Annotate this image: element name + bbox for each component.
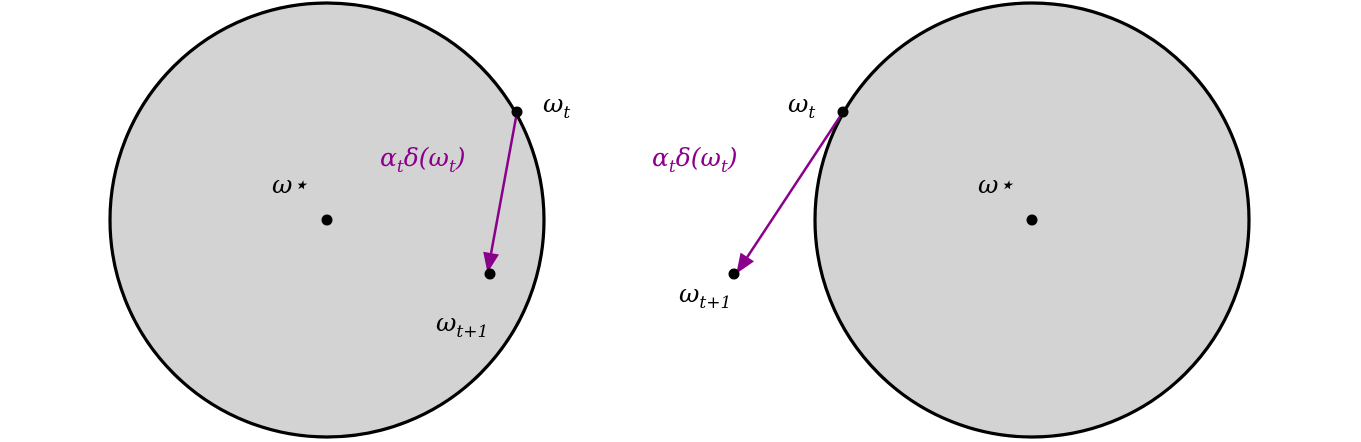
left-optimum-label: ω⋆ [272,170,308,199]
left-next-point [484,268,496,280]
right-current-point [837,106,849,118]
left-current-label: ωt [543,89,570,123]
left-next-label: ωt+1 [436,308,488,342]
right-step-label: αtδ(ωt) [652,143,738,177]
right-current-symbol: ω [788,89,808,118]
left-current-symbol: ω [543,89,563,118]
right-next-point [728,268,740,280]
right-arrowhead [736,252,754,274]
right-next-subscript: t+1 [699,293,731,313]
left-update-arrow [489,111,519,254]
right-current-subscript: t [808,103,815,123]
left-optimum-point [321,214,333,226]
left-current-subscript: t [563,103,570,123]
left-panel: ω⋆ ωt ωt+1 αtδ(ωt) [108,1,570,439]
right-optimum-label: ω⋆ [978,170,1014,199]
left-current-point [511,106,523,118]
left-step-label: αtδ(ωt) [380,143,466,177]
right-update-arrow [746,111,845,258]
right-current-label: ωt [788,89,815,123]
left-next-symbol: ω [436,308,456,337]
right-panel: ω⋆ ωt ωt+1 αtδ(ωt) [652,1,1251,439]
left-arrowhead [483,251,499,273]
right-next-label: ωt+1 [679,279,731,313]
right-optimum-point [1026,214,1038,226]
right-next-symbol: ω [679,279,699,308]
left-next-subscript: t+1 [456,322,488,342]
